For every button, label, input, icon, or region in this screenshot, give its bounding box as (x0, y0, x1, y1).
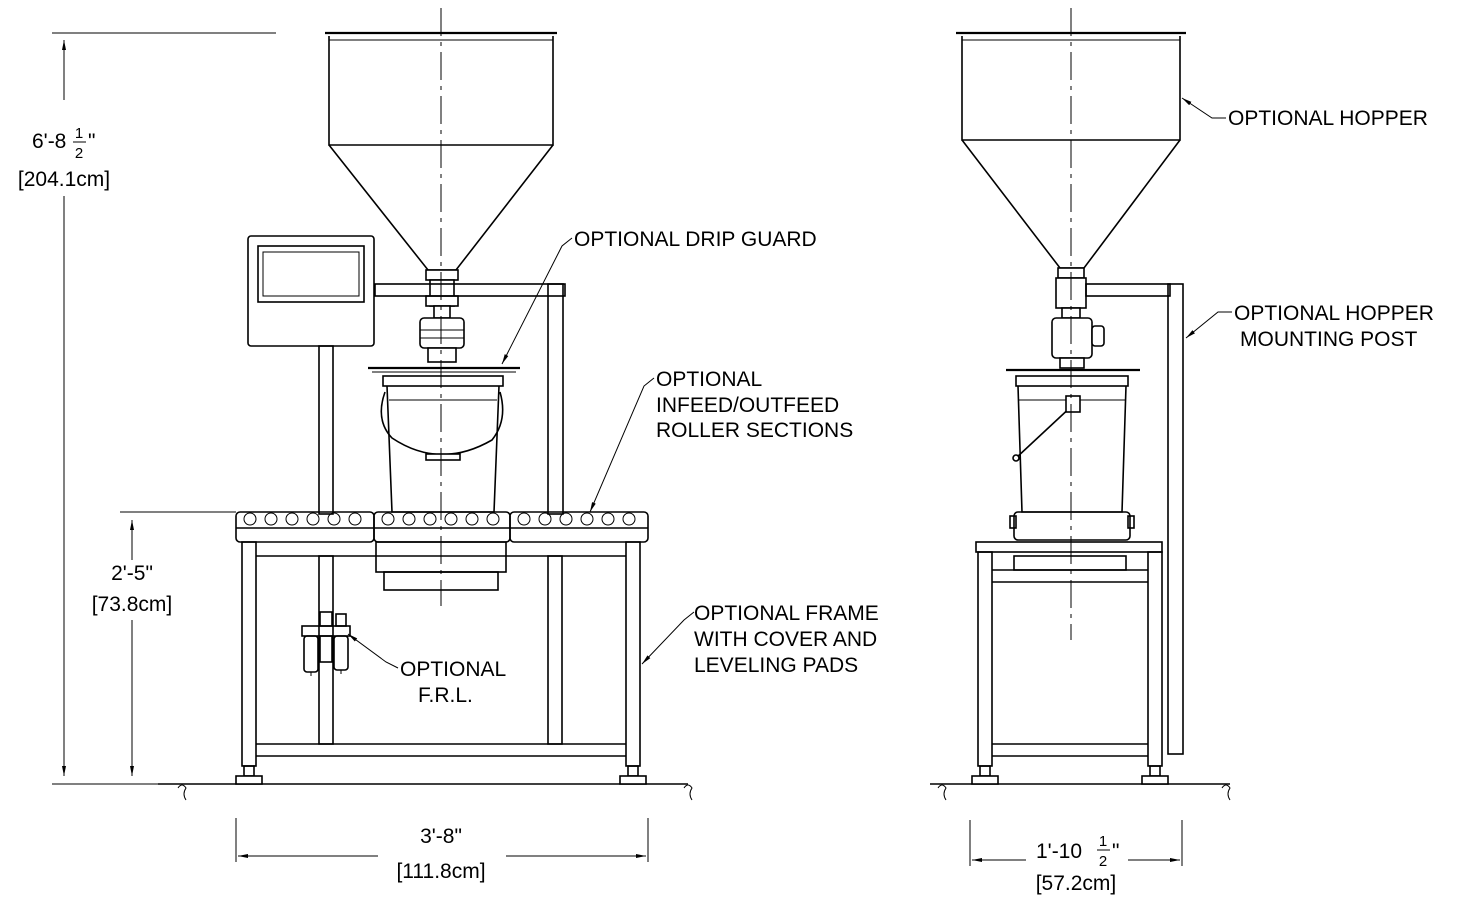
roller (327, 512, 341, 526)
front-valve-assembly (419, 269, 465, 363)
drip-guard (368, 366, 520, 373)
side-width-whole: 1'-10 (1036, 840, 1082, 863)
roller (517, 512, 531, 526)
front-bucket (380, 375, 504, 513)
side-table-frame (971, 541, 1169, 785)
height-total-tail: " (88, 130, 95, 153)
roller (264, 512, 278, 526)
callout-mounting-post: OPTIONAL HOPPER MOUNTING POST (1185, 302, 1434, 351)
callout-hopper: OPTIONAL HOPPER (1181, 97, 1428, 130)
roller-label-line2: INFEED/OUTFEED (656, 394, 839, 417)
post-label-line1: OPTIONAL HOPPER (1234, 302, 1434, 325)
roller (285, 512, 299, 526)
roller-label-line1: OPTIONAL (656, 368, 762, 391)
height-total-num: 1 (75, 125, 83, 142)
side-bucket (1012, 375, 1129, 513)
roller (601, 512, 615, 526)
side-width-num: 1 (1099, 833, 1107, 850)
frame-label-line2: WITH COVER AND (694, 628, 877, 651)
roller (559, 512, 573, 526)
callout-roller-sections: OPTIONAL INFEED/OUTFEED ROLLER SECTIONS (589, 368, 853, 513)
frame-label-line3: LEVELING PADS (694, 654, 858, 677)
side-view (930, 8, 1231, 801)
height-total-whole: 6'-8 (32, 130, 66, 153)
roller (538, 512, 552, 526)
roller (444, 512, 458, 526)
roller (348, 512, 362, 526)
side-roller-section (1009, 511, 1135, 541)
side-valve-assembly (1051, 267, 1105, 369)
roller (465, 512, 479, 526)
front-ground-line (158, 783, 693, 801)
front-view (158, 8, 693, 801)
post-label-line2: MOUNTING POST (1240, 328, 1418, 351)
dimension-side-width: 1'-10 1 2 " [57.2cm] (969, 820, 1183, 895)
callout-frame: OPTIONAL FRAME WITH COVER AND LEVELING P… (641, 602, 879, 677)
dimension-overall-height: 6'-8 1 2 " [204.1cm] (18, 32, 276, 785)
side-width-tail: " (1112, 840, 1119, 863)
roller (381, 512, 395, 526)
roller-label-line3: ROLLER SECTIONS (656, 419, 853, 442)
roller (486, 512, 500, 526)
front-width-label: 3'-8" (420, 825, 462, 848)
front-width-metric: [111.8cm] (396, 860, 485, 883)
hopper-label: OPTIONAL HOPPER (1228, 107, 1428, 130)
table-height-label: 2'-5" (111, 562, 153, 585)
roller (402, 512, 416, 526)
front-upper-frame (374, 283, 566, 515)
frl-label-line2: F.R.L. (418, 684, 473, 707)
roller (243, 512, 257, 526)
dimension-table-height: 2'-5" [73.8cm] (92, 511, 236, 776)
dimension-front-width: 3'-8" [111.8cm] (235, 818, 649, 883)
frame-label-line1: OPTIONAL FRAME (694, 602, 879, 625)
table-height-metric: [73.8cm] (92, 593, 173, 616)
frl-unit (301, 611, 351, 676)
side-width-metric: [57.2cm] (1036, 872, 1117, 895)
drip-guard-label: OPTIONAL DRIP GUARD (574, 228, 817, 251)
height-total-den: 2 (75, 145, 83, 162)
frl-label-line1: OPTIONAL (400, 658, 506, 681)
callout-drip-guard: OPTIONAL DRIP GUARD (501, 228, 817, 365)
roller (306, 512, 320, 526)
roller (423, 512, 437, 526)
hmi-control-panel (247, 235, 375, 515)
hopper-mounting-post (1085, 283, 1184, 755)
height-total-metric: [204.1cm] (18, 168, 110, 191)
side-width-den: 2 (1099, 853, 1107, 870)
roller (622, 512, 636, 526)
side-ground-line (930, 783, 1231, 801)
roller-conveyor (235, 511, 649, 543)
roller (580, 512, 594, 526)
callout-frl: OPTIONAL F.R.L. (347, 633, 506, 707)
